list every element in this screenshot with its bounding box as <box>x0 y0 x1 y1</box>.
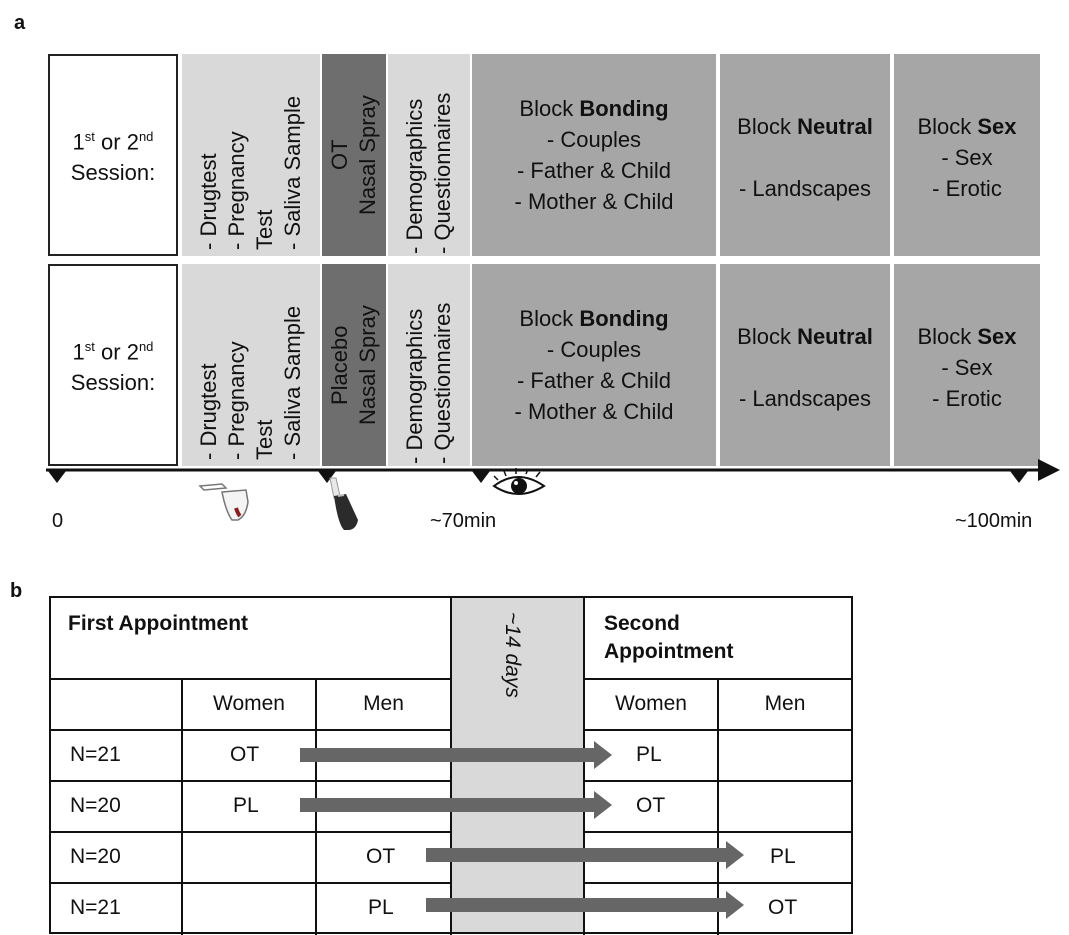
timeline-marker-spray <box>318 471 336 483</box>
block-prefix: Block <box>737 114 798 139</box>
session-box-row2: 1st or 2nd Session: <box>48 264 178 466</box>
row-first-condition: OT <box>366 845 396 868</box>
second-appointment-header: Second Appointment <box>604 610 733 666</box>
row-n: N=20 <box>70 845 121 868</box>
row-n: N=21 <box>70 743 121 766</box>
block-prefix: Block <box>519 306 580 331</box>
block-title: Sex <box>977 114 1017 139</box>
session-or: or 2 <box>94 129 139 155</box>
session-box-row1: 1st or 2nd Session: <box>48 54 178 256</box>
row-second-condition: OT <box>636 794 666 817</box>
block-item: - Father & Child <box>516 368 672 393</box>
block-bonding-row1: Block Bonding - Couples - Father & Child… <box>472 54 716 256</box>
block-title: Bonding <box>579 306 669 331</box>
demo-box-row1: - Demographics - Questionnaires <box>388 54 470 256</box>
session-sup: nd <box>138 129 154 145</box>
block-title: Neutral <box>797 114 873 139</box>
crossover-arrowhead-row2 <box>594 791 612 819</box>
row-n: N=21 <box>70 896 121 919</box>
crossover-arrowhead-row4 <box>726 891 744 919</box>
timeline-marker-100 <box>1010 471 1028 483</box>
spray-box-row1: OT Nasal Spray <box>322 54 386 256</box>
demo-box-row2: - Demographics - Questionnaires <box>388 264 470 466</box>
block-neutral-row1: Block Neutral - Landscapes <box>720 54 890 256</box>
timeline-label-100: ~100min <box>955 510 1033 532</box>
row-first-condition: OT <box>230 743 260 766</box>
crossover-arrow-row3 <box>426 848 728 862</box>
row-first-condition: PL <box>233 794 259 817</box>
row-second-condition: PL <box>636 743 662 766</box>
crossover-arrowhead-row1 <box>594 741 612 769</box>
saliva-tube-icon <box>198 483 249 521</box>
block-item: - Mother & Child <box>514 189 674 214</box>
interval-label: ~14 days <box>501 612 524 698</box>
timeline <box>46 459 1060 530</box>
crossover-arrow-row2 <box>300 798 596 812</box>
block-item: - Couples <box>546 337 642 362</box>
block-item: - Erotic <box>932 386 1002 411</box>
spray-box-row2: Placebo Nasal Spray <box>322 264 386 466</box>
block-sex-row1: Block Sex - Sex - Erotic <box>894 54 1040 256</box>
block-item: - Landscapes <box>738 176 872 201</box>
block-prefix: Block <box>917 324 978 349</box>
panel-b-label: b <box>10 580 23 602</box>
block-item: - Sex <box>941 145 993 170</box>
panel-a-label: a <box>14 12 26 34</box>
row-first-condition: PL <box>368 896 394 919</box>
session-or: or 2 <box>94 339 139 365</box>
timeline-marker-70 <box>472 471 490 483</box>
timeline-label-start: 0 <box>52 510 64 532</box>
block-sex-row2: Block Sex - Sex - Erotic <box>894 264 1040 466</box>
crossover-arrowhead-row3 <box>726 841 744 869</box>
session-ordinal: 1 <box>72 129 85 155</box>
prep-box-row1: - Drugtest - Pregnancy Test - Saliva Sam… <box>182 54 320 256</box>
interval-column <box>451 597 584 933</box>
block-bonding-row2: Block Bonding - Couples - Father & Child… <box>472 264 716 466</box>
nasal-spray-icon <box>329 477 358 530</box>
block-prefix: Block <box>917 114 978 139</box>
first-appointment-header: First Appointment <box>68 612 249 635</box>
crossover-arrow-row1 <box>300 748 596 762</box>
block-item: - Couples <box>546 127 642 152</box>
block-title: Bonding <box>579 96 669 121</box>
row-second-condition: OT <box>768 896 798 919</box>
eye-icon <box>492 468 546 495</box>
timeline-arrowhead <box>1038 459 1060 481</box>
block-neutral-row2: Block Neutral - Landscapes <box>720 264 890 466</box>
session-sup: nd <box>138 339 154 355</box>
crossover-arrow-row4 <box>426 898 728 912</box>
col-women-first: Women <box>213 692 285 715</box>
block-item: - Erotic <box>932 176 1002 201</box>
block-title: Neutral <box>797 324 873 349</box>
session-sup: st <box>84 339 95 355</box>
col-men-second: Men <box>764 692 806 715</box>
session-sup: st <box>84 129 95 145</box>
session-label: Session: <box>70 369 156 395</box>
block-item: - Father & Child <box>516 158 672 183</box>
block-title: Sex <box>977 324 1017 349</box>
session-ordinal: 1 <box>72 339 85 365</box>
timeline-label-70: ~70min <box>430 510 497 532</box>
col-women-second: Women <box>615 692 687 715</box>
block-prefix: Block <box>737 324 798 349</box>
prep-box-row2: - Drugtest - Pregnancy Test - Saliva Sam… <box>182 264 320 466</box>
block-item: - Landscapes <box>738 386 872 411</box>
block-item: - Sex <box>941 355 993 380</box>
session-label: Session: <box>70 159 156 185</box>
row-second-condition: PL <box>770 845 796 868</box>
second-appointment-line: Second <box>604 612 680 635</box>
block-item: - Mother & Child <box>514 399 674 424</box>
second-appointment-line: Appointment <box>604 640 734 663</box>
row-n: N=20 <box>70 794 121 817</box>
timeline-marker-start <box>48 471 66 483</box>
block-prefix: Block <box>519 96 580 121</box>
col-men-first: Men <box>363 692 404 715</box>
